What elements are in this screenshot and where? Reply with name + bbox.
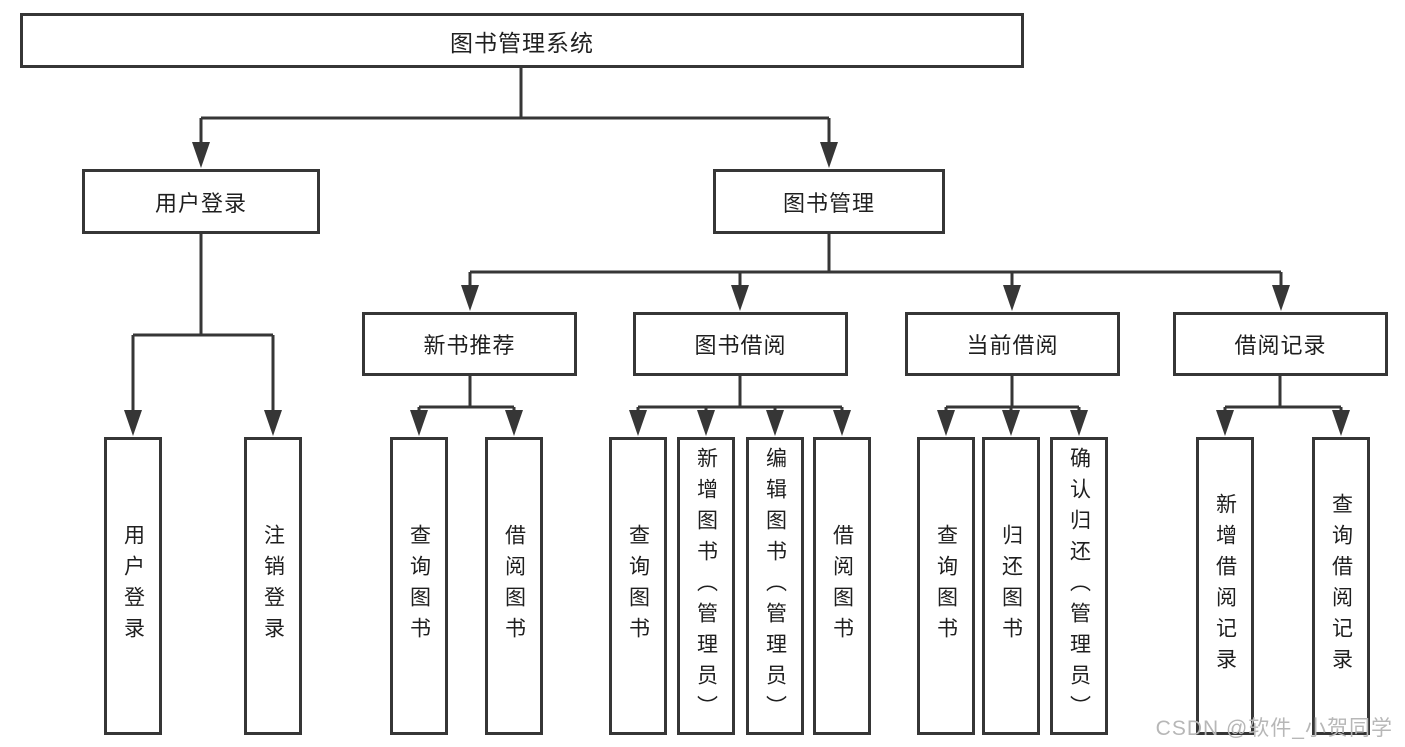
leaf-user-login-label: 用户登录 bbox=[121, 524, 145, 648]
leaf-borrow-books: 借阅图书 bbox=[813, 437, 871, 735]
leaf-query-books-current: 查询图书 bbox=[917, 437, 975, 735]
leaf-query-books-borrow: 查询图书 bbox=[609, 437, 667, 735]
leaf-logout: 注销登录 bbox=[244, 437, 302, 735]
node-borrow-records-label: 借阅记录 bbox=[1234, 333, 1327, 358]
leaf-add-borrow-record-label: 新增借阅记录 bbox=[1213, 493, 1237, 679]
arrowheads bbox=[124, 142, 1350, 436]
leaf-query-books-recommend: 查询图书 bbox=[390, 437, 448, 735]
node-user-login: 用户登录 bbox=[82, 169, 320, 234]
leaf-query-books-recommend-label: 查询图书 bbox=[407, 524, 431, 648]
leaf-add-book-admin: 新增图书（管理员） bbox=[677, 437, 735, 735]
node-new-book-recommend: 新书推荐 bbox=[362, 312, 577, 376]
leaf-add-borrow-record: 新增借阅记录 bbox=[1196, 437, 1254, 735]
node-new-book-recommend-label: 新书推荐 bbox=[423, 333, 516, 358]
leaf-user-login: 用户登录 bbox=[104, 437, 162, 735]
leaf-query-borrow-record: 查询借阅记录 bbox=[1312, 437, 1370, 735]
node-book-management: 图书管理 bbox=[713, 169, 945, 234]
leaf-return-books: 归还图书 bbox=[982, 437, 1040, 735]
node-current-borrow: 当前借阅 bbox=[905, 312, 1120, 376]
node-borrow-records: 借阅记录 bbox=[1173, 312, 1388, 376]
leaf-borrow-books-recommend: 借阅图书 bbox=[485, 437, 543, 735]
leaf-confirm-return-admin-label: 确认归还（管理员） bbox=[1067, 446, 1091, 726]
leaf-edit-book-admin-label: 编辑图书（管理员） bbox=[763, 446, 787, 726]
leaf-query-borrow-record-label: 查询借阅记录 bbox=[1329, 493, 1353, 679]
leaf-return-books-label: 归还图书 bbox=[999, 524, 1023, 648]
node-current-borrow-label: 当前借阅 bbox=[966, 333, 1059, 358]
leaf-confirm-return-admin: 确认归还（管理员） bbox=[1050, 437, 1108, 735]
leaf-query-books-borrow-label: 查询图书 bbox=[626, 524, 650, 648]
node-book-borrow-label: 图书借阅 bbox=[694, 333, 787, 358]
node-book-management-label: 图书管理 bbox=[782, 190, 875, 216]
node-root-label: 图书管理系统 bbox=[450, 29, 594, 56]
node-book-borrow: 图书借阅 bbox=[633, 312, 848, 376]
node-user-login-label: 用户登录 bbox=[154, 190, 247, 216]
leaf-logout-label: 注销登录 bbox=[261, 524, 285, 648]
node-root: 图书管理系统 bbox=[20, 13, 1024, 68]
leaf-query-books-current-label: 查询图书 bbox=[934, 524, 958, 648]
leaf-add-book-admin-label: 新增图书（管理员） bbox=[694, 446, 718, 726]
leaf-borrow-books-label: 借阅图书 bbox=[830, 524, 854, 648]
leaf-edit-book-admin: 编辑图书（管理员） bbox=[746, 437, 804, 735]
leaf-borrow-books-recommend-label: 借阅图书 bbox=[502, 524, 526, 648]
